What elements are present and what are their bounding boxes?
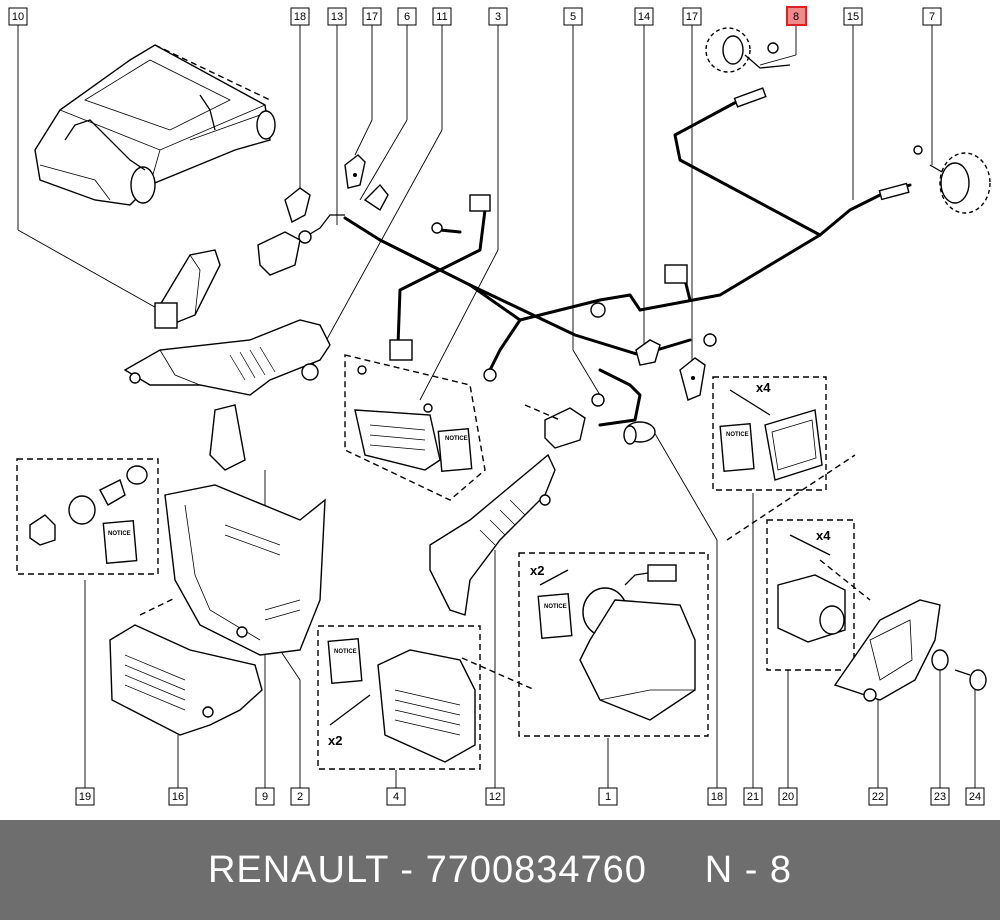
svg-text:7: 7 xyxy=(929,11,935,23)
kit-1: x2 NOTICE xyxy=(518,552,709,737)
svg-text:3: 3 xyxy=(495,11,501,23)
callout-23: 23 xyxy=(930,787,950,806)
callout-3: 3 xyxy=(488,7,508,26)
svg-text:18: 18 xyxy=(294,11,306,23)
notice-label-4: NOTICE xyxy=(334,649,357,655)
notice-label-21: NOTICE xyxy=(726,432,749,438)
support-plate-11 xyxy=(123,319,331,396)
clip-17-left xyxy=(344,154,366,189)
callout-18-top: 18 xyxy=(290,7,310,26)
kit-3: NOTICE xyxy=(344,354,486,501)
bracket-22 xyxy=(833,599,941,702)
kit-21: x4 NOTICE xyxy=(712,376,827,491)
callout-9: 9 xyxy=(255,787,275,806)
bracket-6 xyxy=(363,183,389,212)
qty-kit20: x4 xyxy=(816,528,831,543)
svg-text:17: 17 xyxy=(366,11,378,23)
grommet-23 xyxy=(931,649,949,671)
svg-text:20: 20 xyxy=(782,791,794,803)
svg-text:14: 14 xyxy=(638,11,650,23)
callout-11: 11 xyxy=(432,7,452,26)
callout-20: 20 xyxy=(778,787,798,806)
svg-text:19: 19 xyxy=(79,791,91,803)
rear-disc-7 xyxy=(878,145,991,214)
tray-2 xyxy=(164,484,326,656)
grommet-18 xyxy=(623,421,656,445)
leader-lines xyxy=(17,25,976,788)
svg-text:13: 13 xyxy=(331,11,343,23)
callout-17-left: 17 xyxy=(362,7,382,26)
svg-text:5: 5 xyxy=(570,11,576,23)
svg-text:15: 15 xyxy=(847,11,859,23)
clip-14 xyxy=(635,339,661,366)
clip-17-right xyxy=(679,357,706,401)
callout-22: 22 xyxy=(868,787,888,806)
screw-24 xyxy=(954,669,987,691)
kit-4: x2 NOTICE xyxy=(317,625,481,770)
wiring-harness xyxy=(343,98,912,427)
kit-20: x4 xyxy=(766,519,855,671)
svg-text:16: 16 xyxy=(172,791,184,803)
qty-kit1: x2 xyxy=(530,563,544,578)
bracket-9 xyxy=(209,404,246,471)
callout-16: 16 xyxy=(168,787,188,806)
qty-kit21: x4 xyxy=(756,380,771,395)
cover-16 xyxy=(109,624,263,736)
svg-text:8: 8 xyxy=(793,11,799,23)
callout-13: 13 xyxy=(327,7,347,26)
callout-24: 24 xyxy=(965,787,985,806)
bracket-10 xyxy=(154,249,221,329)
svg-text:21: 21 xyxy=(747,791,759,803)
notice-label-3: NOTICE xyxy=(445,436,468,442)
svg-text:6: 6 xyxy=(404,11,410,23)
svg-text:22: 22 xyxy=(872,791,884,803)
exploded-parts-diagram: NOTICE x4 NOTICE x4 xyxy=(8,6,991,806)
callout-17-right: 17 xyxy=(682,7,702,26)
svg-text:2: 2 xyxy=(297,791,303,803)
svg-text:23: 23 xyxy=(934,791,946,803)
notice-label-1: NOTICE xyxy=(544,604,567,610)
notice-label-19: NOTICE xyxy=(108,531,131,537)
svg-text:10: 10 xyxy=(12,11,24,23)
svg-text:9: 9 xyxy=(262,791,268,803)
callout-4: 4 xyxy=(386,787,406,806)
callout-21: 21 xyxy=(743,787,763,806)
svg-text:4: 4 xyxy=(393,791,399,803)
front-sensor-left xyxy=(257,214,345,276)
callout-10: 10 xyxy=(8,7,28,26)
callout-8-highlighted: 8 xyxy=(786,6,807,26)
callout-12: 12 xyxy=(485,787,505,806)
clip-18 xyxy=(284,187,311,224)
callout-5: 5 xyxy=(563,7,583,26)
callout-1: 1 xyxy=(598,787,618,806)
callout-14: 14 xyxy=(634,7,654,26)
svg-text:12: 12 xyxy=(489,791,501,803)
svg-text:11: 11 xyxy=(436,11,447,23)
svg-text:17: 17 xyxy=(686,11,698,23)
svg-text:18: 18 xyxy=(711,791,723,803)
part-number-caption: RENAULT - 7700834760 N - 8 xyxy=(207,848,793,891)
callout-15: 15 xyxy=(843,7,863,26)
front-sensor-middle xyxy=(524,393,605,449)
footer-bar: RENAULT - 7700834760 N - 8 xyxy=(0,820,1000,920)
callout-7: 7 xyxy=(922,7,942,26)
kit-19: NOTICE xyxy=(16,458,159,575)
qty-kit4: x2 xyxy=(328,733,342,748)
bracket-12 xyxy=(429,453,556,616)
svg-text:1: 1 xyxy=(605,791,611,803)
callout-6: 6 xyxy=(397,7,417,26)
callout-19: 19 xyxy=(75,787,95,806)
svg-text:24: 24 xyxy=(969,791,981,803)
callout-18-bottom: 18 xyxy=(707,787,727,806)
rear-disc-8 xyxy=(705,27,791,108)
car-illustration xyxy=(34,44,276,206)
callout-2: 2 xyxy=(290,787,310,806)
